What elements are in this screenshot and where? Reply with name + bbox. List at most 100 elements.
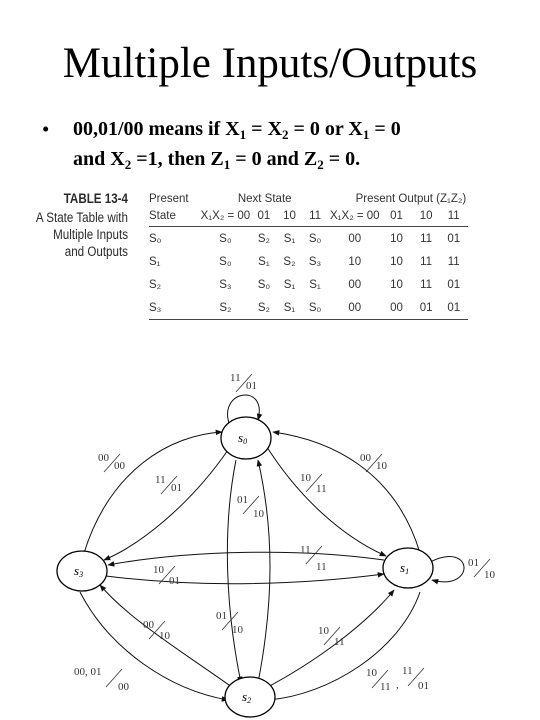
output-cell: 10 [390, 232, 403, 245]
label-in: 10 [153, 564, 165, 576]
edge-s0-to-s3 [103, 449, 229, 561]
label-s0-loop: 11 01 [230, 372, 257, 393]
label-out: 10 [484, 569, 496, 581]
row-state: S₀ [149, 232, 162, 245]
label-in: 00, 01 [74, 666, 102, 678]
edge-s2-to-s0 [256, 459, 271, 684]
svg-text:s0: s0 [238, 430, 247, 446]
output-cell: 00 [348, 278, 362, 291]
output-cell: 00 [348, 232, 362, 245]
label-s1-s3: 11 11 [300, 544, 327, 573]
bullet-line2-d: = 0. [323, 148, 361, 170]
label-out: 10 [159, 630, 171, 642]
next-cell: S₀ [301, 296, 329, 320]
label-s3-s1: 10 01 [153, 564, 180, 587]
header-present: Present [149, 192, 189, 205]
state-table: Present Next State Present Output (Z₁Z₂)… [149, 190, 493, 320]
output-cell: 10 [390, 255, 403, 268]
next-cell: S₃ [219, 278, 232, 291]
state-s2-sub: 2 [247, 696, 251, 705]
label-in: 10 [300, 472, 312, 484]
next-cell: S₃ [308, 255, 322, 268]
label-in: 01 [468, 557, 479, 569]
next-cell: S₂ [250, 296, 278, 320]
table-number: TABLE 13-4 [63, 191, 129, 206]
next-cell: S₁ [283, 232, 296, 245]
state-s1-label: s [400, 560, 405, 575]
bullet-line1-a: 00,01/00 means if X [73, 118, 240, 140]
label-s1-loop: 01 10 [468, 557, 496, 581]
state-s3-label: s [74, 563, 79, 578]
output-cell: 00 [328, 296, 381, 320]
next-cell: S₀ [219, 255, 232, 268]
label-s2-s0: 01 10 [237, 494, 265, 520]
bullet-line2-a: and X [73, 148, 125, 170]
self-loop-s0 [227, 394, 263, 427]
header-next-state: Next State [237, 192, 292, 205]
row-state: S₁ [149, 255, 161, 268]
bullet-text: 00,01/00 means if X1 = X2 = 0 or X1 = 0 … [73, 114, 523, 174]
header-next-10: 10 [277, 207, 302, 227]
label-in: 00 [98, 452, 110, 464]
label-out: 01 [171, 482, 182, 494]
bullet-line1-c: = 0 or X [288, 118, 363, 140]
edge-s2-to-s1 [261, 589, 395, 691]
caption-line-1: A State Table with [35, 210, 128, 225]
state-s2-label: s [242, 689, 247, 704]
table-row: S₁ S₀ S₁ S₂ S₃ 10 10 11 11 [149, 250, 493, 273]
table-row: S₀ S₀ S₂ S₁ S₀ 00 10 11 01 [149, 227, 493, 251]
state-s0-sub: 0 [243, 437, 247, 446]
header-next-01: 01 [250, 207, 278, 227]
bullet-line1-b: = X [246, 118, 283, 140]
label-in: 11 [230, 372, 241, 384]
row-state: S₂ [149, 278, 162, 291]
sub-2a: 2 [282, 127, 289, 142]
output-cell: 00 [380, 296, 413, 320]
next-cell: S₁ [309, 278, 321, 291]
caption-line-2: Multiple Inputs [53, 227, 129, 242]
bullet-line2-c: = 0 and Z [230, 148, 318, 170]
output-cell: 11 [420, 278, 433, 291]
label-s1-s2: 10 11 , 11 01 [366, 665, 429, 693]
output-cell: 01 [447, 278, 461, 291]
sub-1b: 1 [362, 127, 370, 142]
header-present-output: Present Output (Z₁Z₂) [355, 192, 467, 205]
table-caption: TABLE 13-4 A State Table with Multiple I… [25, 190, 128, 260]
self-loop-s1 [429, 556, 465, 585]
edge-s0-to-s1 [264, 443, 387, 557]
label-in: 11 [300, 544, 311, 556]
edge-s1-to-s3 [107, 551, 385, 567]
label-in: 01 [216, 610, 227, 622]
svg-text:s2: s2 [242, 689, 251, 705]
next-cell: S₀ [219, 232, 232, 245]
table-row: S₃ S₂ S₂ S₁ S₀ 00 00 01 01 [149, 296, 493, 320]
bullet-line2-b: =1, then Z [131, 148, 224, 170]
label-separator: , [396, 679, 399, 691]
svg-text:s1: s1 [400, 560, 409, 576]
label-out: 11 [316, 483, 327, 495]
edge-s3-to-s0 [83, 429, 223, 554]
edge-s1-to-s0 [272, 430, 421, 554]
sub-2c: 2 [317, 157, 324, 172]
label-out: 11 [380, 681, 391, 693]
caption-line-3: and Outputs [64, 244, 128, 259]
state-s0-label: s [238, 430, 243, 445]
slide-title: Multiple Inputs/Outputs [62, 40, 478, 87]
output-cell: 01 [439, 296, 468, 320]
label-in: 10 [366, 667, 378, 679]
label-out: 10 [232, 624, 244, 636]
sub-2b: 2 [124, 157, 132, 172]
output-cell: 10 [348, 255, 362, 268]
output-cell: 11 [447, 255, 460, 268]
label-s2-s1: 10 11 [318, 625, 345, 648]
state-s3-sub: 3 [78, 570, 83, 579]
header-next-00: X₁X₂ = 00 [200, 207, 251, 227]
label-out: 11 [316, 561, 327, 573]
next-cell: S₁ [277, 296, 302, 320]
label-out: 10 [376, 460, 388, 472]
bullet-line1-d: = 0 [369, 118, 401, 140]
state-s1-sub: 1 [405, 567, 409, 576]
header-state: State [149, 207, 201, 227]
edge-s3-to-s1 [105, 572, 385, 585]
label-in: 00 [143, 619, 155, 631]
